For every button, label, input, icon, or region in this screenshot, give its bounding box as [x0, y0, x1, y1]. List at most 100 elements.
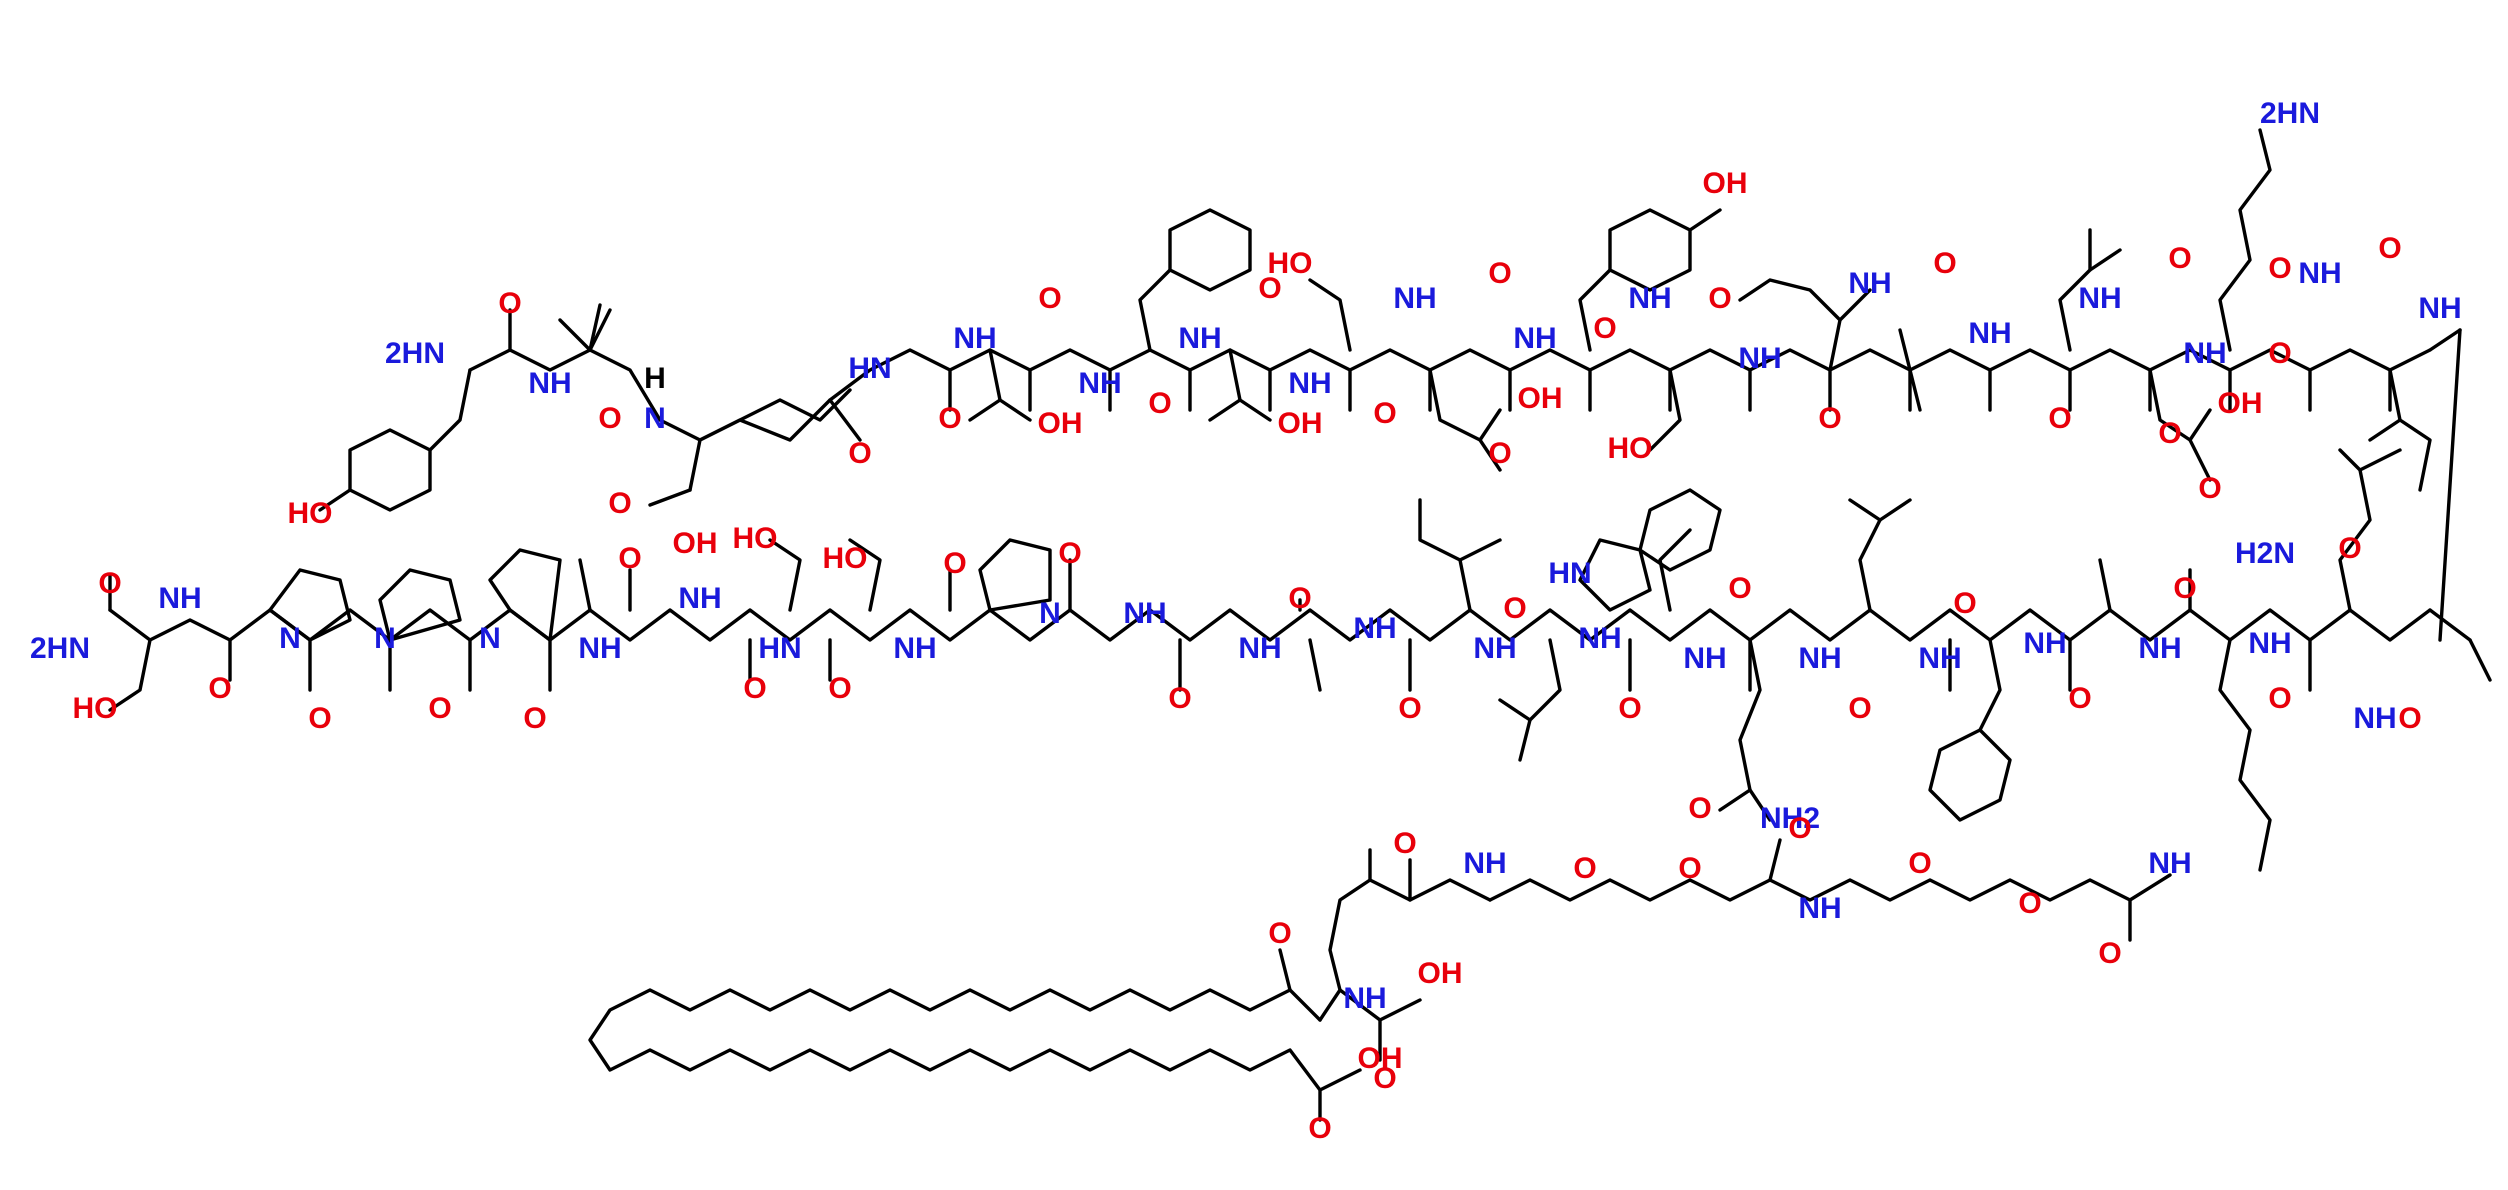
top-atom-labels: 2HN O NH O H N HO O OH O HN O NH O OH NH… [288, 97, 2462, 560]
atom-label: O [1788, 812, 1811, 845]
atom-label: O [1503, 592, 1526, 625]
atom-label: OH [1358, 1042, 1403, 1075]
atom-label: NH [1798, 642, 1841, 675]
atom-label: 2HN [2260, 97, 2320, 130]
atom-label: OH [1703, 167, 1748, 200]
atom-label: O [2173, 572, 2196, 605]
atom-label: NH [2138, 632, 2181, 665]
atom-label: NH [1473, 632, 1516, 665]
atom-label: O [1908, 847, 1931, 880]
atom-label: NH [1628, 282, 1671, 315]
atom-label: O [523, 702, 546, 735]
atom-label: NH [1463, 847, 1506, 880]
atom-label: O [1488, 257, 1511, 290]
atom-label: O [1373, 1062, 1396, 1095]
atom-label: NH [1178, 322, 1221, 355]
atom-label: O [1573, 852, 1596, 885]
atom-label: O [1038, 282, 1061, 315]
atom-label: O [618, 542, 641, 575]
atom-label: HO [288, 497, 333, 530]
top-side-chains [318, 128, 2462, 642]
atom-label: NH [2183, 337, 2226, 370]
atom-label: O [2018, 887, 2041, 920]
atom-label: N [374, 622, 396, 655]
atom-label: O [1058, 537, 1081, 570]
atom-label: NH [953, 322, 996, 355]
atom-label: NH [1848, 267, 1891, 300]
atom-label: O [828, 672, 851, 705]
atom-label: NH [893, 632, 936, 665]
atom-label: OH [2218, 387, 2263, 420]
atom-label: HO [823, 542, 868, 575]
atom-label: O [1708, 282, 1731, 315]
atom-label: O [1488, 437, 1511, 470]
atom-label: O [1168, 682, 1191, 715]
atom-label: O [2268, 252, 2291, 285]
atom-label: NH [1683, 642, 1726, 675]
atom-label: O [943, 547, 966, 580]
atom-label: O [2378, 232, 2401, 265]
atom-label: O [98, 567, 121, 600]
atom-label: NH [2353, 702, 2396, 735]
middle-atom-labels: O 2HN NH HO O N O N O N O NH O NH O HO H… [30, 522, 2422, 835]
atom-label: O [2398, 702, 2421, 735]
atom-label: O [308, 702, 331, 735]
atom-label: NH [1353, 612, 1396, 645]
atom-label: OH [1418, 957, 1463, 990]
atom-label: O [1818, 402, 1841, 435]
atom-label: N [644, 402, 666, 435]
atom-label: NH [1078, 367, 1121, 400]
atom-label: NH [2078, 282, 2121, 315]
atom-label: O [1148, 387, 1171, 420]
atom-label: NH [1238, 632, 1281, 665]
atom-label: O [848, 437, 871, 470]
atom-label: O [1398, 692, 1421, 725]
top-strand-backbone [468, 308, 2432, 442]
atom-label: N [479, 622, 501, 655]
atom-label: O [1308, 1112, 1331, 1145]
atom-label: NH [2248, 627, 2291, 660]
atom-label: O [1593, 312, 1616, 345]
atom-label: O [1268, 917, 1291, 950]
middle-strand-backbone [108, 558, 2472, 692]
atom-label: OH [1518, 382, 1563, 415]
atom-label: O [1678, 852, 1701, 885]
atom-label: O [208, 672, 231, 705]
atom-label: HN [848, 352, 891, 385]
atom-label: NH [1968, 317, 2011, 350]
atom-label: O [428, 692, 451, 725]
atom-label: HN [1548, 557, 1591, 590]
atom-label: O [938, 402, 961, 435]
atom-label: O [2168, 242, 2191, 275]
atom-label: NH [158, 582, 201, 615]
atom-label: NH [1343, 982, 1386, 1015]
atom-label: NH [2023, 627, 2066, 660]
atom-label: NH [528, 367, 571, 400]
atom-label: O [2268, 682, 2291, 715]
atom-label: 2HN [30, 632, 90, 665]
atom-label: HO [1268, 247, 1313, 280]
middle-side-chains [108, 448, 2492, 872]
atom-label: O [2268, 337, 2291, 370]
atom-label: O [1288, 582, 1311, 615]
atom-label: NH [1738, 342, 1781, 375]
atom-label: N [279, 622, 301, 655]
atom-label: NH [678, 582, 721, 615]
atom-label: NH [1578, 622, 1621, 655]
atom-label: O [1373, 397, 1396, 430]
atom-label: 2HN [385, 337, 445, 370]
atom-label: OH [1278, 407, 1323, 440]
atom-label: O [2158, 417, 2181, 450]
atom-label: O [743, 672, 766, 705]
atom-label: O [1933, 247, 1956, 280]
atom-label: O [2098, 937, 2121, 970]
atom-label: HN [758, 632, 801, 665]
atom-label: O [1258, 272, 1281, 305]
atom-label: O [1688, 792, 1711, 825]
atom-label: NH [1798, 892, 1841, 925]
atom-label: O [1393, 827, 1416, 860]
lower-atom-labels: NH O O O NH O O O NH O NH OH O O OH O [1268, 812, 2191, 1145]
atom-label: NH [1918, 642, 1961, 675]
atom-label: NH [1513, 322, 1556, 355]
